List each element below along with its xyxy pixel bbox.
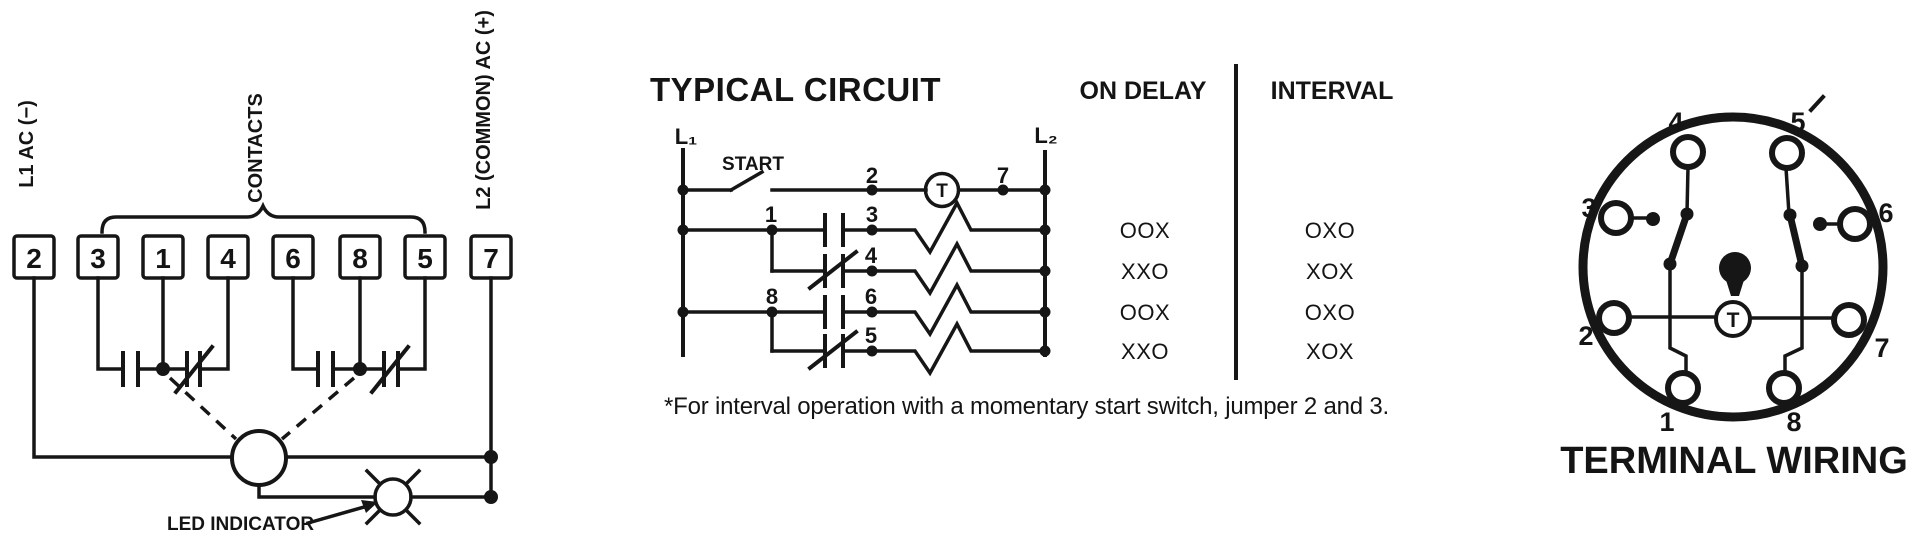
on-delay-header: ON DELAY bbox=[1080, 77, 1207, 105]
mode-table: ON DELAY INTERVAL OOX OXO XXO XOX OOX OX… bbox=[1080, 64, 1394, 380]
on-delay-row-2: XXO bbox=[1121, 259, 1169, 284]
node-label-6: 6 bbox=[865, 284, 877, 309]
interval-row-2: XOX bbox=[1306, 259, 1354, 284]
pin-1 bbox=[1665, 370, 1701, 406]
terminal-box-8-number: 8 bbox=[352, 243, 368, 274]
pin-2 bbox=[1596, 300, 1632, 336]
terminal-wiring-title: TERMINAL WIRING bbox=[1560, 440, 1906, 482]
pin-label-6: 6 bbox=[1878, 198, 1893, 228]
socket-keyway bbox=[1719, 252, 1751, 296]
socket-timer-letter: T bbox=[1727, 309, 1740, 332]
terminal-box-6-number: 6 bbox=[285, 243, 301, 274]
pin-6 bbox=[1837, 206, 1873, 242]
left-panel-wiring bbox=[32, 276, 498, 504]
pin-7 bbox=[1831, 302, 1867, 338]
pin-label-7: 7 bbox=[1874, 333, 1889, 363]
pin-label-8: 8 bbox=[1786, 407, 1801, 437]
footnote: *For interval operation with a momentary… bbox=[664, 393, 1389, 420]
timer-coil-letter: T bbox=[936, 181, 948, 202]
node-label-8: 8 bbox=[766, 284, 778, 309]
node-label-4: 4 bbox=[865, 243, 878, 268]
interval-row-1: OXO bbox=[1305, 218, 1355, 243]
on-delay-row-1: OOX bbox=[1120, 218, 1170, 243]
node-label-2: 2 bbox=[866, 163, 878, 188]
pin-8 bbox=[1766, 370, 1802, 406]
pin-label-2: 2 bbox=[1578, 321, 1593, 351]
interval-row-4: XOX bbox=[1306, 339, 1354, 364]
pin-3 bbox=[1598, 200, 1634, 236]
contacts-brace bbox=[100, 201, 427, 234]
contacts-label: CONTACTS bbox=[245, 93, 267, 203]
pin-label-3: 3 bbox=[1581, 193, 1596, 223]
socket-internal-wiring bbox=[1627, 165, 1842, 375]
interval-row-3: OXO bbox=[1305, 300, 1355, 325]
node-label-3: 3 bbox=[866, 202, 878, 227]
on-delay-row-4: XXO bbox=[1121, 339, 1169, 364]
node-label-7: 7 bbox=[997, 163, 1009, 188]
pin-label-4: 4 bbox=[1668, 107, 1683, 137]
timer-coil-symbol: T bbox=[923, 171, 961, 209]
terminal-box-2-number: 2 bbox=[26, 243, 42, 274]
panel-terminal-contact-diagram: L1 AC (−) CONTACTS L2 (COMMON) AC (+) 2 … bbox=[12, 10, 513, 535]
led-indicator-arrow bbox=[305, 500, 378, 526]
timer-motor-circle bbox=[230, 429, 288, 487]
pin-label-1: 1 bbox=[1659, 407, 1674, 437]
terminal-box-4-number: 4 bbox=[220, 243, 236, 274]
interval-header: INTERVAL bbox=[1271, 77, 1394, 105]
pin-5 bbox=[1769, 135, 1805, 171]
pin-label-5: 5 bbox=[1790, 107, 1805, 137]
l1-ac-label: L1 AC (−) bbox=[16, 100, 38, 188]
led-indicator-label: LED INDICATOR bbox=[167, 514, 314, 535]
led-indicator-symbol bbox=[364, 468, 422, 526]
l2-common-ac-label: L2 (COMMON) AC (+) bbox=[473, 10, 495, 210]
terminal-box-5-number: 5 bbox=[417, 243, 433, 274]
start-switch-label: START bbox=[722, 154, 784, 175]
typical-circuit-title: TYPICAL CIRCUIT bbox=[650, 71, 941, 108]
socket-outline-circle bbox=[1578, 112, 1888, 422]
socket-timer-coil: T bbox=[1714, 300, 1752, 338]
ladder-wiring bbox=[677, 148, 1051, 377]
on-delay-row-3: OOX bbox=[1120, 300, 1170, 325]
pin-5-tick-mark bbox=[1808, 94, 1826, 113]
rail-l2-label: L₂ bbox=[1034, 123, 1057, 148]
terminal-box-7-number: 7 bbox=[483, 243, 499, 274]
panel-typical-circuit: TYPICAL CIRCUIT L₁ L₂ START bbox=[650, 71, 1389, 420]
node-label-5: 5 bbox=[865, 323, 877, 348]
terminal-box-1-number: 1 bbox=[155, 243, 171, 274]
node-label-1: 1 bbox=[765, 202, 777, 227]
rail-l1-label: L₁ bbox=[675, 124, 698, 149]
terminal-box-3-number: 3 bbox=[90, 243, 106, 274]
pin-4 bbox=[1670, 134, 1706, 170]
panel-terminal-wiring: T 4 5 3 6 2 7 1 8 TERMINAL WIRING bbox=[1560, 94, 1906, 482]
